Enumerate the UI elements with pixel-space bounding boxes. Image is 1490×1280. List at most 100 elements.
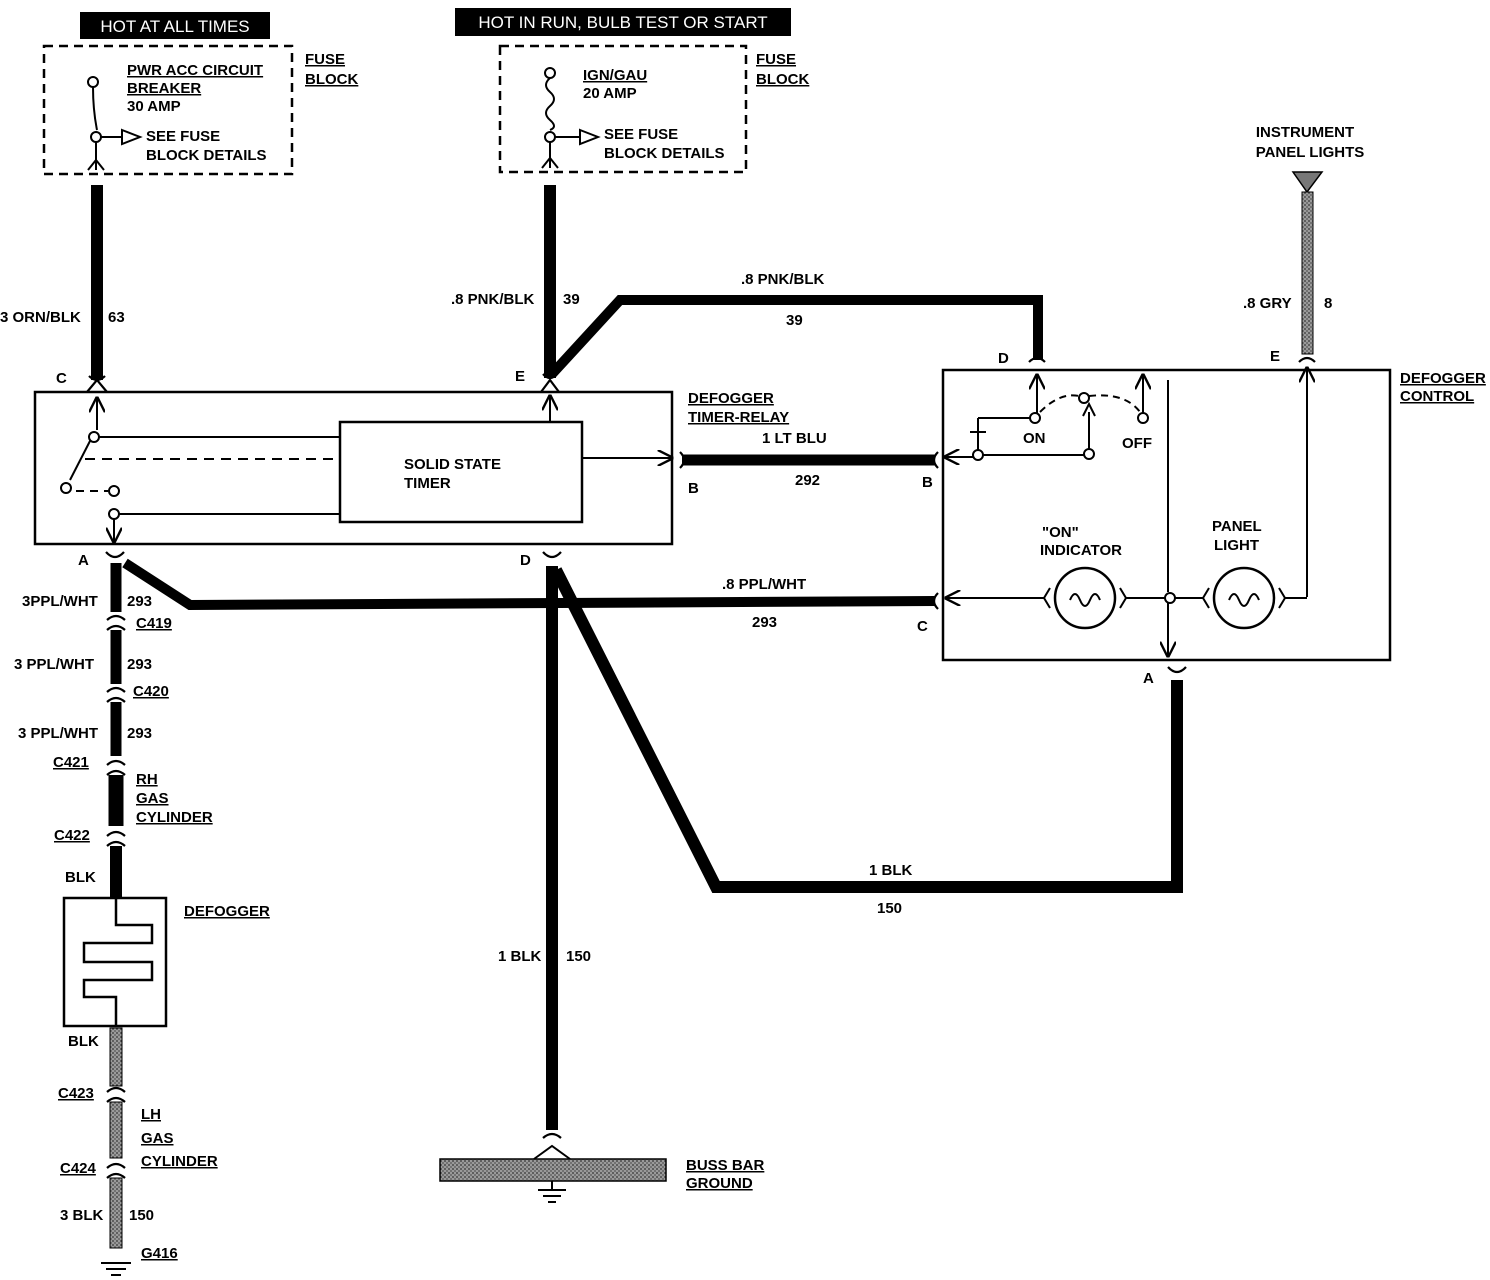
svg-text:HOT AT ALL TIMES: HOT AT ALL TIMES bbox=[100, 17, 249, 36]
svg-text:293: 293 bbox=[127, 656, 152, 673]
wires bbox=[91, 185, 1183, 1130]
svg-text:FUSE: FUSE bbox=[305, 51, 345, 68]
svg-text:SEE FUSE: SEE FUSE bbox=[146, 128, 220, 145]
svg-text:C422: C422 bbox=[54, 827, 90, 844]
svg-text:OFF: OFF bbox=[1122, 435, 1152, 452]
svg-text:RH: RH bbox=[136, 771, 158, 788]
svg-text:8: 8 bbox=[1324, 295, 1332, 312]
svg-text:PANEL: PANEL bbox=[1212, 518, 1262, 535]
ground-g416 bbox=[101, 1262, 131, 1276]
svg-text:FUSE: FUSE bbox=[756, 51, 796, 68]
svg-text:.8 PNK/BLK: .8 PNK/BLK bbox=[741, 271, 825, 288]
svg-text:BREAKER: BREAKER bbox=[127, 80, 201, 97]
svg-text:IGN/GAU: IGN/GAU bbox=[583, 67, 647, 84]
svg-text:BLK: BLK bbox=[68, 1033, 99, 1050]
svg-text:TIMER: TIMER bbox=[404, 475, 451, 492]
svg-text:292: 292 bbox=[795, 472, 820, 489]
svg-text:CYLINDER: CYLINDER bbox=[141, 1153, 218, 1170]
svg-text:PANEL LIGHTS: PANEL LIGHTS bbox=[1256, 144, 1365, 161]
svg-text:A: A bbox=[1143, 670, 1154, 687]
svg-text:.8 PNK/BLK: .8 PNK/BLK bbox=[451, 291, 535, 308]
svg-text:20 AMP: 20 AMP bbox=[583, 85, 637, 102]
buss-bar-ground: BUSS BAR GROUND bbox=[439, 1144, 765, 1203]
svg-text:C424: C424 bbox=[60, 1160, 97, 1177]
svg-text:LH: LH bbox=[141, 1106, 161, 1123]
svg-text:C419: C419 bbox=[136, 615, 172, 632]
svg-text:CONTROL: CONTROL bbox=[1400, 388, 1474, 405]
svg-text:"ON": "ON" bbox=[1042, 524, 1079, 541]
svg-text:150: 150 bbox=[877, 900, 902, 917]
defogger-timer-relay: SOLID STATE TIMER DEFOGGER TIMER-RELAY C… bbox=[33, 368, 789, 569]
svg-text:BLOCK: BLOCK bbox=[305, 71, 358, 88]
connector-labels: C419 C420 C421 C422 C423 C424 G416 RH GA… bbox=[53, 615, 218, 1262]
svg-text:30 AMP: 30 AMP bbox=[127, 98, 181, 115]
svg-text:SOLID STATE: SOLID STATE bbox=[404, 456, 501, 473]
svg-text:G416: G416 bbox=[141, 1245, 178, 1262]
svg-text:.8 PPL/WHT: .8 PPL/WHT bbox=[722, 576, 806, 593]
svg-text:3 BLK: 3 BLK bbox=[60, 1207, 104, 1224]
svg-text:293: 293 bbox=[127, 725, 152, 742]
banner-hot-at-all-times: HOT AT ALL TIMES bbox=[80, 12, 270, 39]
svg-text:CYLINDER: CYLINDER bbox=[136, 809, 213, 826]
wire-blk-lower bbox=[109, 1027, 123, 1087]
svg-text:150: 150 bbox=[129, 1207, 154, 1224]
svg-text:GROUND: GROUND bbox=[686, 1175, 753, 1192]
svg-text:3PPL/WHT: 3PPL/WHT bbox=[22, 593, 98, 610]
svg-text:1 BLK: 1 BLK bbox=[869, 862, 913, 879]
wire-labels: 3 ORN/BLK 63 .8 PNK/BLK 39 .8 PNK/BLK 39… bbox=[0, 271, 913, 1224]
svg-text:3 ORN/BLK: 3 ORN/BLK bbox=[0, 309, 81, 326]
svg-text:C423: C423 bbox=[58, 1085, 94, 1102]
svg-text:C: C bbox=[917, 618, 928, 635]
svg-text:B: B bbox=[688, 480, 699, 497]
svg-text:1 LT BLU: 1 LT BLU bbox=[762, 430, 827, 447]
defogger-control: ON OFF "ON" INDICATOR PANEL LIGHT DEFOGG… bbox=[917, 348, 1486, 687]
svg-text:B: B bbox=[922, 474, 933, 491]
wire-39-pnkblk bbox=[548, 295, 1043, 378]
svg-text:3 PPL/WHT: 3 PPL/WHT bbox=[14, 656, 94, 673]
wire-293 bbox=[122, 558, 936, 611]
svg-text:BLOCK DETAILS: BLOCK DETAILS bbox=[604, 145, 725, 162]
svg-text:3 PPL/WHT: 3 PPL/WHT bbox=[18, 725, 98, 742]
svg-text:INSTRUMENT: INSTRUMENT bbox=[1256, 124, 1354, 141]
svg-text:DEFOGGER: DEFOGGER bbox=[688, 390, 774, 407]
svg-text:SEE FUSE: SEE FUSE bbox=[604, 126, 678, 143]
svg-text:.8 GRY: .8 GRY bbox=[1243, 295, 1292, 312]
svg-text:A: A bbox=[78, 552, 89, 569]
svg-text:BLOCK: BLOCK bbox=[756, 71, 809, 88]
svg-text:LIGHT: LIGHT bbox=[1214, 537, 1259, 554]
svg-text:E: E bbox=[515, 368, 525, 385]
defogger-element: DEFOGGER bbox=[62, 896, 270, 1028]
svg-text:293: 293 bbox=[127, 593, 152, 610]
svg-text:ON: ON bbox=[1023, 430, 1046, 447]
fuse-block-center: IGN/GAU 20 AMP SEE FUSE BLOCK DETAILS FU… bbox=[498, 44, 809, 174]
svg-text:63: 63 bbox=[108, 309, 125, 326]
instrument-panel-lights: INSTRUMENT PANEL LIGHTS .8 GRY 8 bbox=[1243, 124, 1365, 355]
svg-text:PWR ACC CIRCUIT: PWR ACC CIRCUIT bbox=[127, 62, 263, 79]
banner-hot-in-run: HOT IN RUN, BULB TEST OR START bbox=[455, 8, 791, 36]
svg-text:HOT IN RUN, BULB TEST OR START: HOT IN RUN, BULB TEST OR START bbox=[478, 13, 767, 32]
svg-text:293: 293 bbox=[752, 614, 777, 631]
svg-text:150: 150 bbox=[566, 948, 591, 965]
svg-text:BUSS BAR: BUSS BAR bbox=[686, 1157, 765, 1174]
svg-text:BLOCK DETAILS: BLOCK DETAILS bbox=[146, 147, 267, 164]
svg-text:DEFOGGER: DEFOGGER bbox=[184, 903, 270, 920]
svg-text:D: D bbox=[998, 350, 1009, 367]
svg-text:BLK: BLK bbox=[65, 869, 96, 886]
fuse-block-left: PWR ACC CIRCUIT BREAKER 30 AMP SEE FUSE … bbox=[42, 44, 358, 176]
svg-text:C421: C421 bbox=[53, 754, 89, 771]
svg-text:C420: C420 bbox=[133, 683, 169, 700]
svg-text:GAS: GAS bbox=[136, 790, 169, 807]
svg-text:C: C bbox=[56, 370, 67, 387]
connector-marks bbox=[86, 356, 1316, 1179]
svg-text:INDICATOR: INDICATOR bbox=[1040, 542, 1122, 559]
svg-text:DEFOGGER: DEFOGGER bbox=[1400, 370, 1486, 387]
svg-text:TIMER-RELAY: TIMER-RELAY bbox=[688, 409, 789, 426]
svg-text:1 BLK: 1 BLK bbox=[498, 948, 542, 965]
svg-text:E: E bbox=[1270, 348, 1280, 365]
svg-text:D: D bbox=[520, 552, 531, 569]
wire-150-blk bbox=[550, 567, 1183, 893]
svg-text:39: 39 bbox=[563, 291, 580, 308]
svg-text:39: 39 bbox=[786, 312, 803, 329]
svg-text:GAS: GAS bbox=[141, 1130, 174, 1147]
